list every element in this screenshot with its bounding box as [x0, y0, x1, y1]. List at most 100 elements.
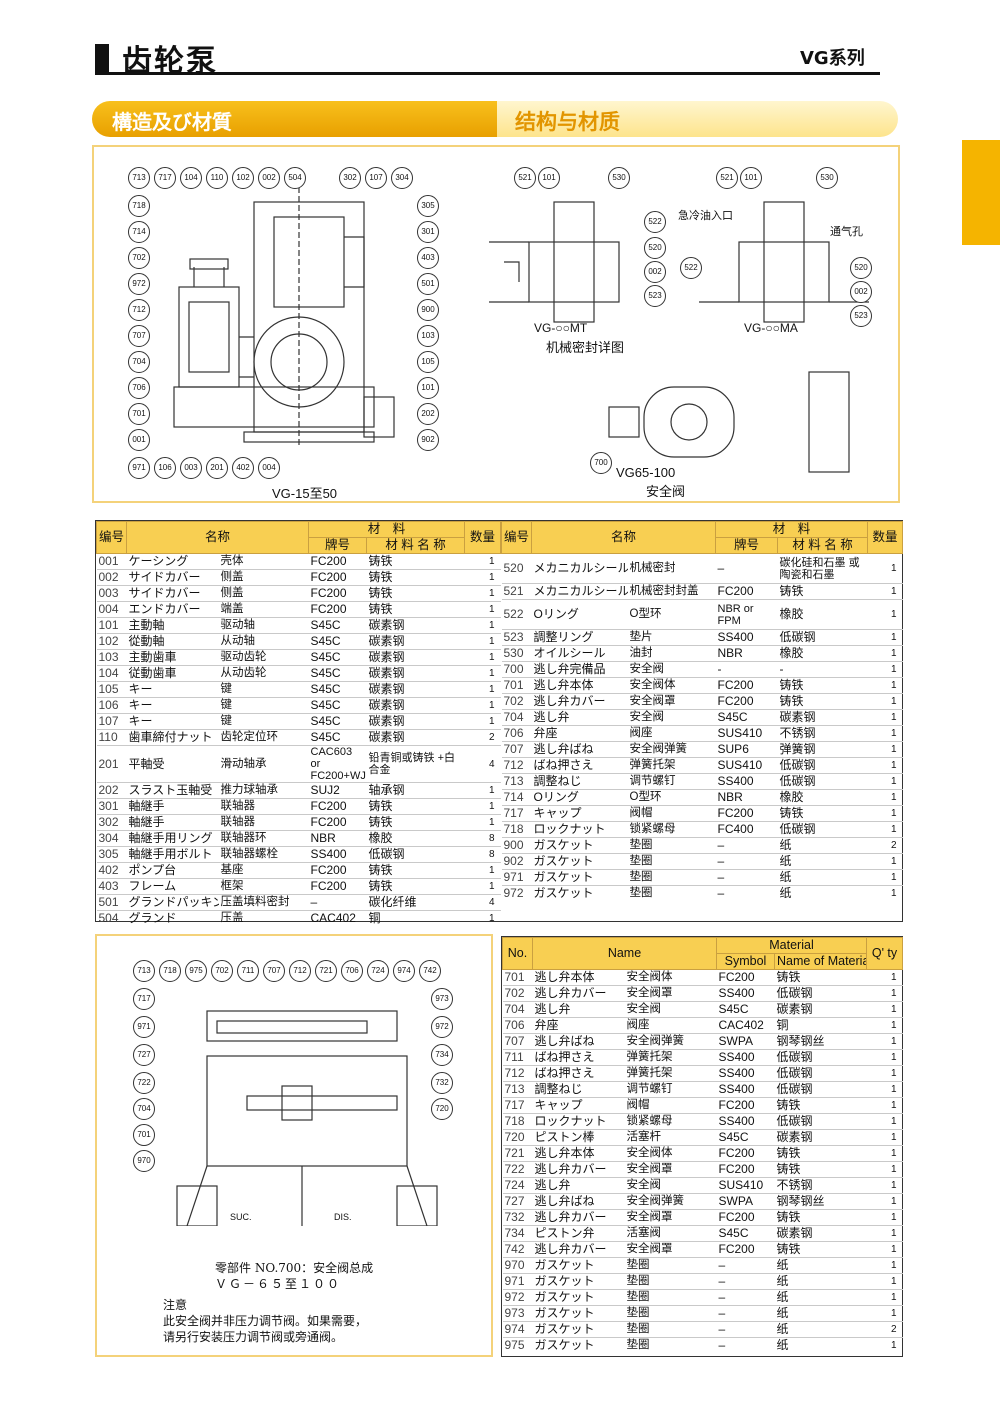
- callout-label: 305: [417, 195, 439, 217]
- callout-label: 520: [850, 257, 872, 279]
- part-qty: 1: [866, 1081, 903, 1098]
- part-name-jp: キー: [126, 713, 219, 730]
- part-no: 902: [501, 853, 532, 870]
- part-no: 403: [96, 878, 127, 895]
- part-name-cn: 弹簧托架: [624, 1065, 717, 1082]
- part-name-cn: 安全阀: [627, 709, 716, 726]
- part-no: 712: [501, 757, 532, 774]
- part-symbol: –: [715, 553, 778, 584]
- part-qty: 1: [464, 713, 501, 730]
- vth-qty: Q' ty: [866, 937, 903, 970]
- part-name-cn: 阀座: [624, 1017, 717, 1034]
- callout-label: 712: [289, 960, 311, 982]
- part-qty: 1: [867, 869, 903, 886]
- callout-label: 718: [159, 960, 181, 982]
- part-material: 碳素钢: [366, 729, 465, 746]
- part-material: 不锈钢: [774, 1177, 867, 1194]
- part-name-jp: Oリング: [531, 789, 628, 806]
- part-material: 低碳钢: [777, 773, 868, 790]
- part-name-cn: 安全阀罩: [624, 1209, 717, 1226]
- title-marker: [95, 44, 109, 74]
- label-dis: DIS.: [334, 1212, 352, 1222]
- callout-label: 403: [417, 247, 439, 269]
- part-name-cn: 安全阀体: [624, 1145, 717, 1162]
- part-qty: 1: [866, 1001, 903, 1018]
- part-name-cn: 压盖填料密封: [218, 894, 309, 911]
- part-no: 001: [96, 553, 127, 570]
- part-material: 铸铁: [366, 553, 465, 570]
- part-material: 轴承钢: [366, 782, 465, 799]
- part-name-jp: 逃し弁本体: [532, 969, 625, 986]
- part-name-cn: 垫圈: [627, 837, 716, 854]
- part-material: 铸铁: [774, 1209, 867, 1226]
- part-qty: 1: [867, 757, 903, 774]
- part-name-jp: ガスケット: [532, 1337, 625, 1354]
- part-name-cn: 调节螺钉: [627, 773, 716, 790]
- callout-label: 402: [232, 457, 254, 479]
- part-name-cn: 垫圈: [627, 853, 716, 870]
- part-symbol: NBR: [308, 830, 367, 847]
- callout-label: 713: [133, 960, 155, 982]
- callout-label: 003: [180, 457, 202, 479]
- callout-label: 707: [263, 960, 285, 982]
- part-name-jp: ガスケット: [532, 1257, 625, 1274]
- part-qty: 1: [867, 773, 903, 790]
- part-no: 714: [501, 789, 532, 806]
- part-name-jp: ポンプ台: [126, 862, 219, 879]
- part-qty: 4: [464, 745, 501, 783]
- part-name-jp: 逃し弁完備品: [531, 661, 628, 678]
- part-symbol: FC200: [308, 569, 367, 586]
- part-material: 碳素钢: [774, 1225, 867, 1242]
- part-no: 720: [502, 1129, 533, 1146]
- part-material: 低碳钢: [366, 846, 465, 863]
- callout-label: 530: [816, 167, 838, 189]
- part-name-jp: ガスケット: [532, 1273, 625, 1290]
- part-material: 碳素钢: [366, 665, 465, 682]
- part-name-cn: O型环: [627, 599, 716, 630]
- part-qty: 1: [866, 1209, 903, 1226]
- part-no: 900: [501, 837, 532, 854]
- part-symbol: FC200: [716, 1097, 775, 1114]
- part-symbol: NBR: [715, 645, 778, 662]
- part-no: 706: [501, 725, 532, 742]
- callout-label: 104: [180, 167, 202, 189]
- part-material: 碳素钢: [366, 649, 465, 666]
- part-name-cn: 垫圈: [624, 1273, 717, 1290]
- part-no: 305: [96, 846, 127, 863]
- part-name-cn: 从动轴: [218, 633, 309, 650]
- callout-label: 102: [232, 167, 254, 189]
- part-material: 铜: [366, 910, 465, 927]
- part-no: 706: [502, 1017, 533, 1034]
- part-symbol: –: [715, 837, 778, 854]
- part-qty: 1: [866, 1017, 903, 1034]
- part-qty: 1: [464, 862, 501, 879]
- caption-ma: VG-○○MA: [744, 321, 798, 335]
- th-qty-r: 数量: [867, 521, 904, 554]
- part-material: 铜: [774, 1017, 867, 1034]
- part-name-jp: ガスケット: [531, 869, 628, 886]
- part-qty: 1: [867, 629, 903, 646]
- part-material: 碳化纤维: [366, 894, 465, 911]
- valve-table: No. Name Material Q' ty Symbol Name of M…: [502, 937, 903, 1354]
- callout-label: 704: [128, 351, 150, 373]
- part-name-cn: 垫圈: [624, 1289, 717, 1306]
- part-qty: 8: [464, 830, 501, 847]
- part-qty: 1: [866, 985, 903, 1002]
- part-material: 碳素钢: [366, 617, 465, 634]
- part-qty: 2: [464, 729, 501, 746]
- part-name-cn: 键: [218, 713, 309, 730]
- part-name-cn: 弹簧托架: [627, 757, 716, 774]
- part-material: 碳素钢: [366, 681, 465, 698]
- part-no: 742: [502, 1241, 533, 1258]
- callout-label: 521: [716, 167, 738, 189]
- callout-label: 720: [431, 1098, 453, 1120]
- th-name: 名称: [125, 521, 310, 554]
- part-no: 002: [96, 569, 127, 586]
